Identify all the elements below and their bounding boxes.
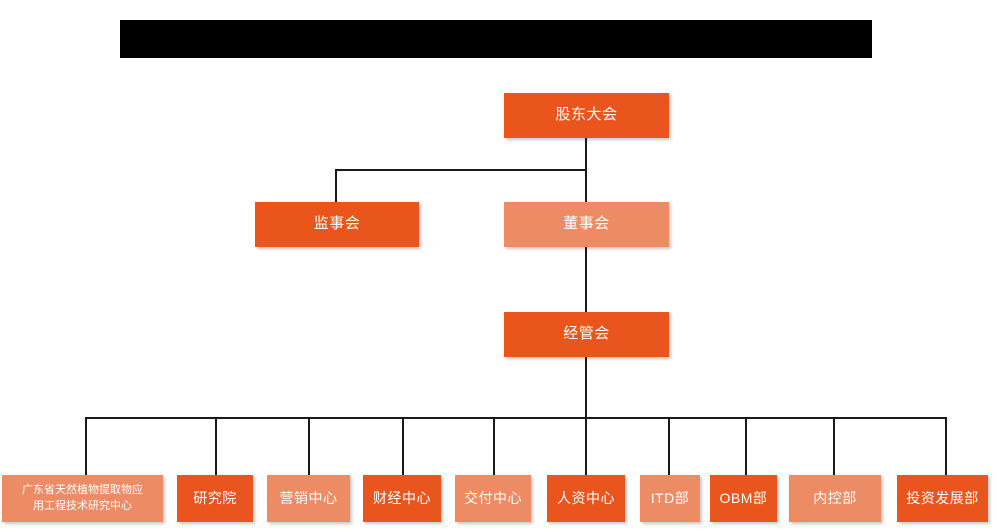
c-drop-marketing — [308, 417, 310, 475]
c-supervisory-drop — [335, 169, 337, 203]
org-node-gd-center[interactable]: 广东省天然植物提取物应 用工程技术研究中心 — [2, 475, 163, 522]
c-shareholders-stem — [585, 138, 587, 202]
org-node-shareholders[interactable]: 股东大会 — [504, 93, 669, 138]
org-node-supervisory[interactable]: 监事会 — [255, 202, 419, 247]
c-drop-internal — [833, 417, 835, 475]
c-management-stem — [585, 357, 587, 475]
org-node-obm[interactable]: OBM部 — [710, 475, 777, 522]
org-node-invest[interactable]: 投资发展部 — [897, 475, 988, 522]
org-node-finance[interactable]: 财经中心 — [363, 475, 441, 522]
c-drop-itd — [668, 417, 670, 475]
org-node-research[interactable]: 研究院 — [177, 475, 253, 522]
c-drop-obm — [745, 417, 747, 475]
c-drop-delivery — [493, 417, 495, 475]
org-node-delivery[interactable]: 交付中心 — [455, 475, 531, 522]
org-node-hr[interactable]: 人资中心 — [547, 475, 625, 522]
org-node-management[interactable]: 经管会 — [504, 312, 669, 357]
org-node-itd[interactable]: ITD部 — [640, 475, 700, 522]
c-drop-finance — [402, 417, 404, 475]
c-drop-research — [215, 417, 217, 475]
c-leaf-bus — [85, 417, 946, 419]
org-node-internal[interactable]: 内控部 — [789, 475, 881, 522]
org-node-board[interactable]: 董事会 — [504, 202, 669, 247]
c-level2-bus — [335, 169, 586, 171]
c-drop-invest — [945, 417, 947, 475]
c-board-stem — [585, 247, 587, 312]
redacted-title-bar — [120, 20, 872, 58]
c-drop-gd-center — [85, 417, 87, 475]
org-node-marketing[interactable]: 营销中心 — [267, 475, 350, 522]
